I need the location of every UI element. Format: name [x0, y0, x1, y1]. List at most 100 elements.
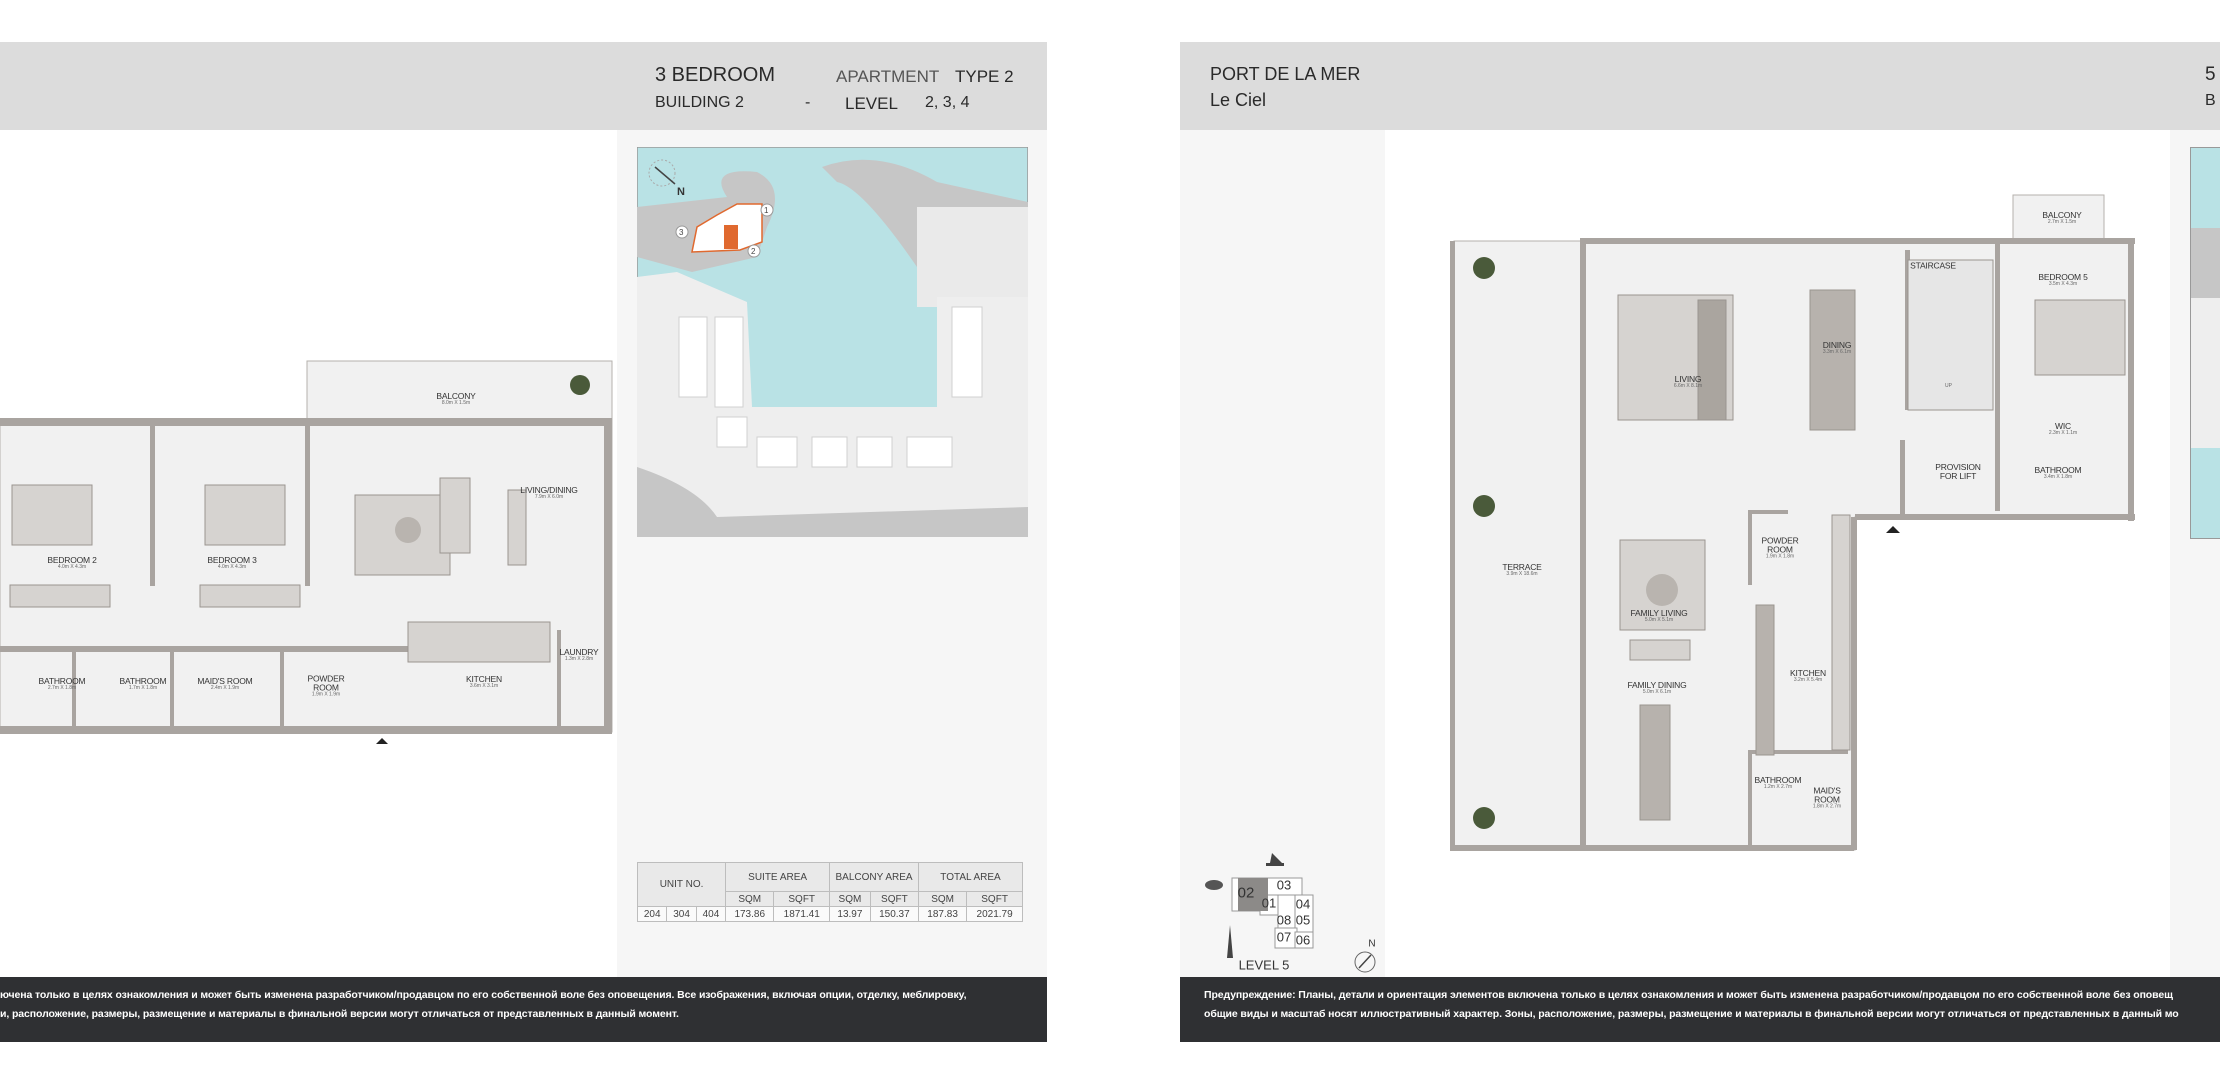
room-dimensions: 8.0m X 1.5m: [441, 399, 471, 406]
room-dimensions: 1.2m X 2.7m: [1763, 783, 1793, 790]
room-name: FAMILY DINING: [1627, 679, 1687, 690]
room-dimensions: 1.9m X 1.9m: [311, 691, 341, 698]
room-label: STAIRCASE: [1910, 261, 1956, 271]
room-dimensions: 4.0m X 4.3m: [57, 563, 87, 570]
right-key-map-partial: [2190, 147, 2220, 539]
location-key-map: 1 2 3 N: [637, 147, 1028, 537]
building-label-partial: B: [2205, 92, 2216, 109]
disclaimer-line-2: общие виды и масштаб носят иллюстративны…: [1204, 1008, 2179, 1020]
room-dimensions: 1.7m X 1.8m: [128, 684, 158, 691]
key-unit-06: 06: [1295, 932, 1311, 948]
left-header: 3 BEDROOM APARTMENT TYPE 2 BUILDING 2 - …: [0, 42, 1047, 130]
room-dimensions: 2.3m X 1.1m: [2048, 429, 2078, 436]
unit-cell: 404: [695, 906, 727, 922]
plant-icon: [570, 375, 590, 395]
map-marker-2: 2: [751, 247, 756, 256]
room-dimensions: 1.8m X 2.7m: [1812, 803, 1842, 810]
room-name: POWDER ROOM: [307, 673, 345, 693]
room-name: TERRACE: [1502, 561, 1542, 572]
compass-icon: [648, 159, 676, 187]
balcony-sqm-cell: 13.97: [829, 906, 871, 922]
left-floor-plan: [0, 360, 613, 744]
room-name: BALCONY: [2042, 209, 2082, 220]
level-label: LEVEL 5: [1238, 957, 1290, 973]
suite-area-header: SUITE AREA: [725, 862, 831, 892]
unit-no-header: UNIT NO.: [636, 862, 727, 907]
sqm-header: SQM: [829, 891, 871, 907]
disclaimer-line-1: ючена только в целях ознакомления и може…: [0, 989, 967, 1001]
balcony-area-header: BALCONY AREA: [829, 862, 919, 892]
right-header: PORT DE LA MER Le Ciel 5 B: [1180, 42, 2220, 130]
header-separator: -: [805, 94, 811, 111]
tower-icon: [1227, 925, 1233, 958]
table-row: 204 304 404 173.86 1871.41 13.97 150.37 …: [636, 906, 1023, 922]
total-sqft-cell: 2021.79: [966, 906, 1023, 922]
room-name: BATHROOM: [1754, 774, 1802, 785]
disclaimer-line-2: и, расположение, размеры, размещение и м…: [0, 1008, 679, 1020]
key-unit-02: 02: [1237, 884, 1255, 902]
plant-icon: [1473, 495, 1495, 517]
room-dimensions: 3.9m X 18.6m: [1506, 570, 1538, 577]
unit-highlight: [724, 225, 738, 249]
unit-cell: 204: [636, 906, 668, 922]
compass-icon: [1354, 951, 1376, 973]
area-table: UNIT NO. SUITE AREA BALCONY AREA TOTAL A…: [636, 862, 1024, 922]
right-floor-plan: UP: [1450, 194, 2135, 851]
sqft-header: SQFT: [869, 891, 919, 907]
sqft-header: SQFT: [966, 891, 1023, 907]
disclaimer-line-1: Предупреждение: Планы, детали и ориентац…: [1204, 989, 2173, 1001]
room-name: LIVING/DINING: [520, 484, 578, 495]
level-value: 2, 3, 4: [925, 94, 970, 111]
room-name: PROVISION FOR LIFT: [1935, 462, 1981, 481]
left-disclaimer-footer: ючена только в целях ознакомления и може…: [0, 977, 1047, 1042]
suite-sqft-cell: 1871.41: [773, 906, 831, 922]
room-name: WIC: [2055, 420, 2071, 431]
room-dimensions: 7.9m X 6.0m: [534, 493, 564, 500]
room-dimensions: 4.0m X 4.3m: [217, 563, 247, 570]
room-dimensions: 3.4m X 1.8m: [2043, 473, 2073, 480]
total-sqm-cell: 187.83: [917, 906, 968, 922]
sqm-header: SQM: [917, 891, 968, 907]
room-name: LIVING: [1674, 373, 1702, 384]
room-dimensions: 3.2m X 5.4m: [1793, 676, 1823, 683]
total-area-header: TOTAL AREA: [917, 862, 1024, 892]
level-label: LEVEL: [845, 94, 898, 113]
unit-title-partial: 5: [2205, 64, 2216, 85]
building-name: Le Ciel: [1210, 90, 1267, 110]
project-name: PORT DE LA MER: [1210, 64, 1361, 84]
type-label: APARTMENT: [836, 67, 940, 86]
room-name: MAID'S ROOM: [197, 675, 253, 686]
room-dimensions: 1.3m X 2.8m: [564, 655, 594, 662]
unit-cell: 304: [666, 906, 697, 922]
selected-unit-highlight: [1238, 878, 1268, 911]
key-unit-08: 08: [1276, 912, 1292, 928]
room-name: POWDER ROOM: [1761, 535, 1799, 555]
room-dimensions: 2.7m X 1.8m: [47, 684, 77, 691]
room-dimensions: 5.0m X 6.1m: [1642, 688, 1672, 695]
room-dimensions: 2.7m X 1.5m: [2047, 218, 2077, 225]
room-dimensions: 3.6m X 3.1m: [469, 682, 499, 689]
plant-icon: [1473, 257, 1495, 279]
sqft-header: SQFT: [773, 891, 831, 907]
unit-title: 3 BEDROOM: [655, 64, 776, 86]
room-label: PROVISION FOR LIFT: [1933, 463, 1983, 481]
sqm-header: SQM: [725, 891, 775, 907]
